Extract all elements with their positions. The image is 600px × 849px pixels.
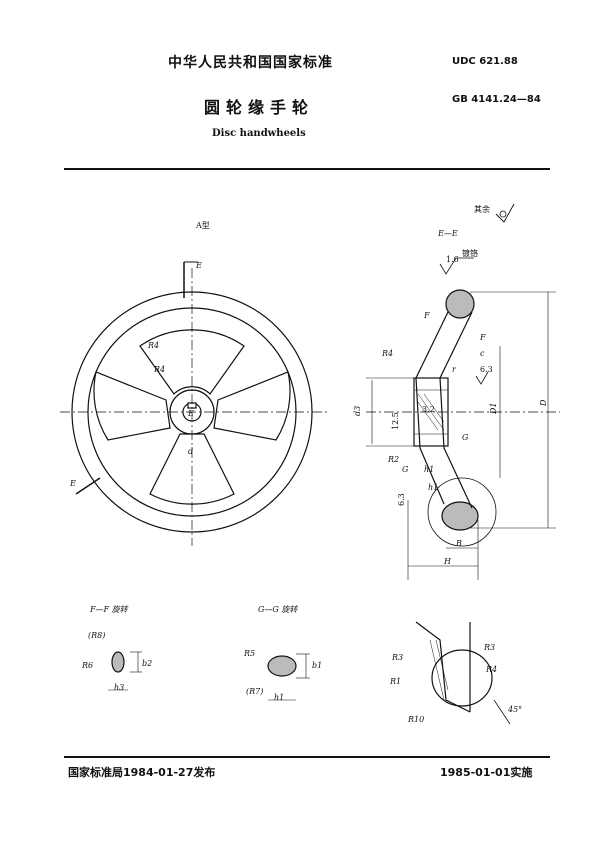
header-rule bbox=[64, 168, 550, 170]
section-gg-view bbox=[267, 653, 310, 701]
issue-date: 国家标准局1984-01-27发布 bbox=[68, 766, 216, 779]
label-h2: h1 bbox=[274, 693, 284, 702]
label-r2: R2 bbox=[387, 455, 399, 464]
label-g-right: G bbox=[462, 433, 469, 442]
label-B: B bbox=[455, 539, 462, 548]
label-c: c bbox=[480, 349, 485, 358]
label-angle: 45° bbox=[507, 705, 522, 714]
label-r7: (R7) bbox=[246, 687, 263, 696]
gb-number: GB 4141.24—84 bbox=[452, 94, 541, 105]
implementation-date: 1985-01-01实施 bbox=[440, 766, 533, 779]
section-ff-view bbox=[108, 651, 142, 691]
label-h1: h1 bbox=[424, 465, 434, 474]
label-r3-left: R3 bbox=[391, 653, 403, 662]
label-e-top: E bbox=[195, 261, 202, 270]
label-e-bottom: E bbox=[69, 479, 76, 488]
document-title-en: Disc handwheels bbox=[212, 128, 306, 139]
label-r1: R1 bbox=[389, 677, 401, 686]
label-r8: (R8) bbox=[88, 631, 105, 640]
roughness-5: 6.3 bbox=[397, 493, 406, 506]
section-ee-view bbox=[366, 203, 556, 580]
detail-view bbox=[415, 621, 511, 725]
label-r4-a: R4 bbox=[147, 341, 159, 350]
label-r: r bbox=[452, 365, 457, 374]
section-gg-label: G—G 旋转 bbox=[258, 605, 298, 614]
label-b2: b2 bbox=[142, 659, 152, 668]
standard-title: 中华人民共和国国家标准 bbox=[168, 55, 333, 71]
chrome-note: 镀铬 bbox=[462, 248, 478, 258]
label-b1: b1 bbox=[312, 661, 322, 670]
footer-rule bbox=[64, 756, 550, 758]
roughness-4: 12.5 bbox=[391, 412, 400, 430]
label-h: h1 bbox=[428, 483, 438, 492]
label-r4-detail: R4 bbox=[485, 665, 497, 674]
label-r10: R10 bbox=[407, 715, 424, 724]
label-r4-b: R4 bbox=[153, 365, 165, 374]
label-r5: R5 bbox=[243, 649, 255, 658]
type-label: A型 bbox=[195, 221, 210, 230]
label-D: D bbox=[539, 399, 548, 407]
label-r3-right: R3 bbox=[483, 643, 495, 652]
label-d: d bbox=[188, 447, 193, 456]
udc-number: UDC 621.88 bbox=[452, 56, 518, 67]
label-g-left: G bbox=[402, 465, 409, 474]
label-H: H bbox=[443, 557, 452, 566]
label-f-right: F bbox=[479, 333, 486, 342]
label-d3: d3 bbox=[353, 406, 362, 416]
document-title-cn: 圆轮缘手轮 bbox=[204, 98, 315, 117]
label-r4-section: R4 bbox=[381, 349, 393, 358]
label-r6: R6 bbox=[81, 661, 93, 670]
roughness-3: 3.2 bbox=[422, 405, 435, 414]
label-e-center: E bbox=[187, 409, 194, 418]
surface-note: 其余 bbox=[474, 204, 490, 214]
roughness-1: 1.6 bbox=[446, 255, 459, 264]
label-h3: h3 bbox=[114, 683, 124, 692]
label-d1: D1 bbox=[489, 402, 498, 415]
section-ee-label: E—E bbox=[437, 229, 458, 238]
roughness-2: 6.3 bbox=[480, 365, 493, 374]
label-f-left: F bbox=[423, 311, 430, 320]
section-ff-label: F—F 旋转 bbox=[89, 605, 129, 614]
